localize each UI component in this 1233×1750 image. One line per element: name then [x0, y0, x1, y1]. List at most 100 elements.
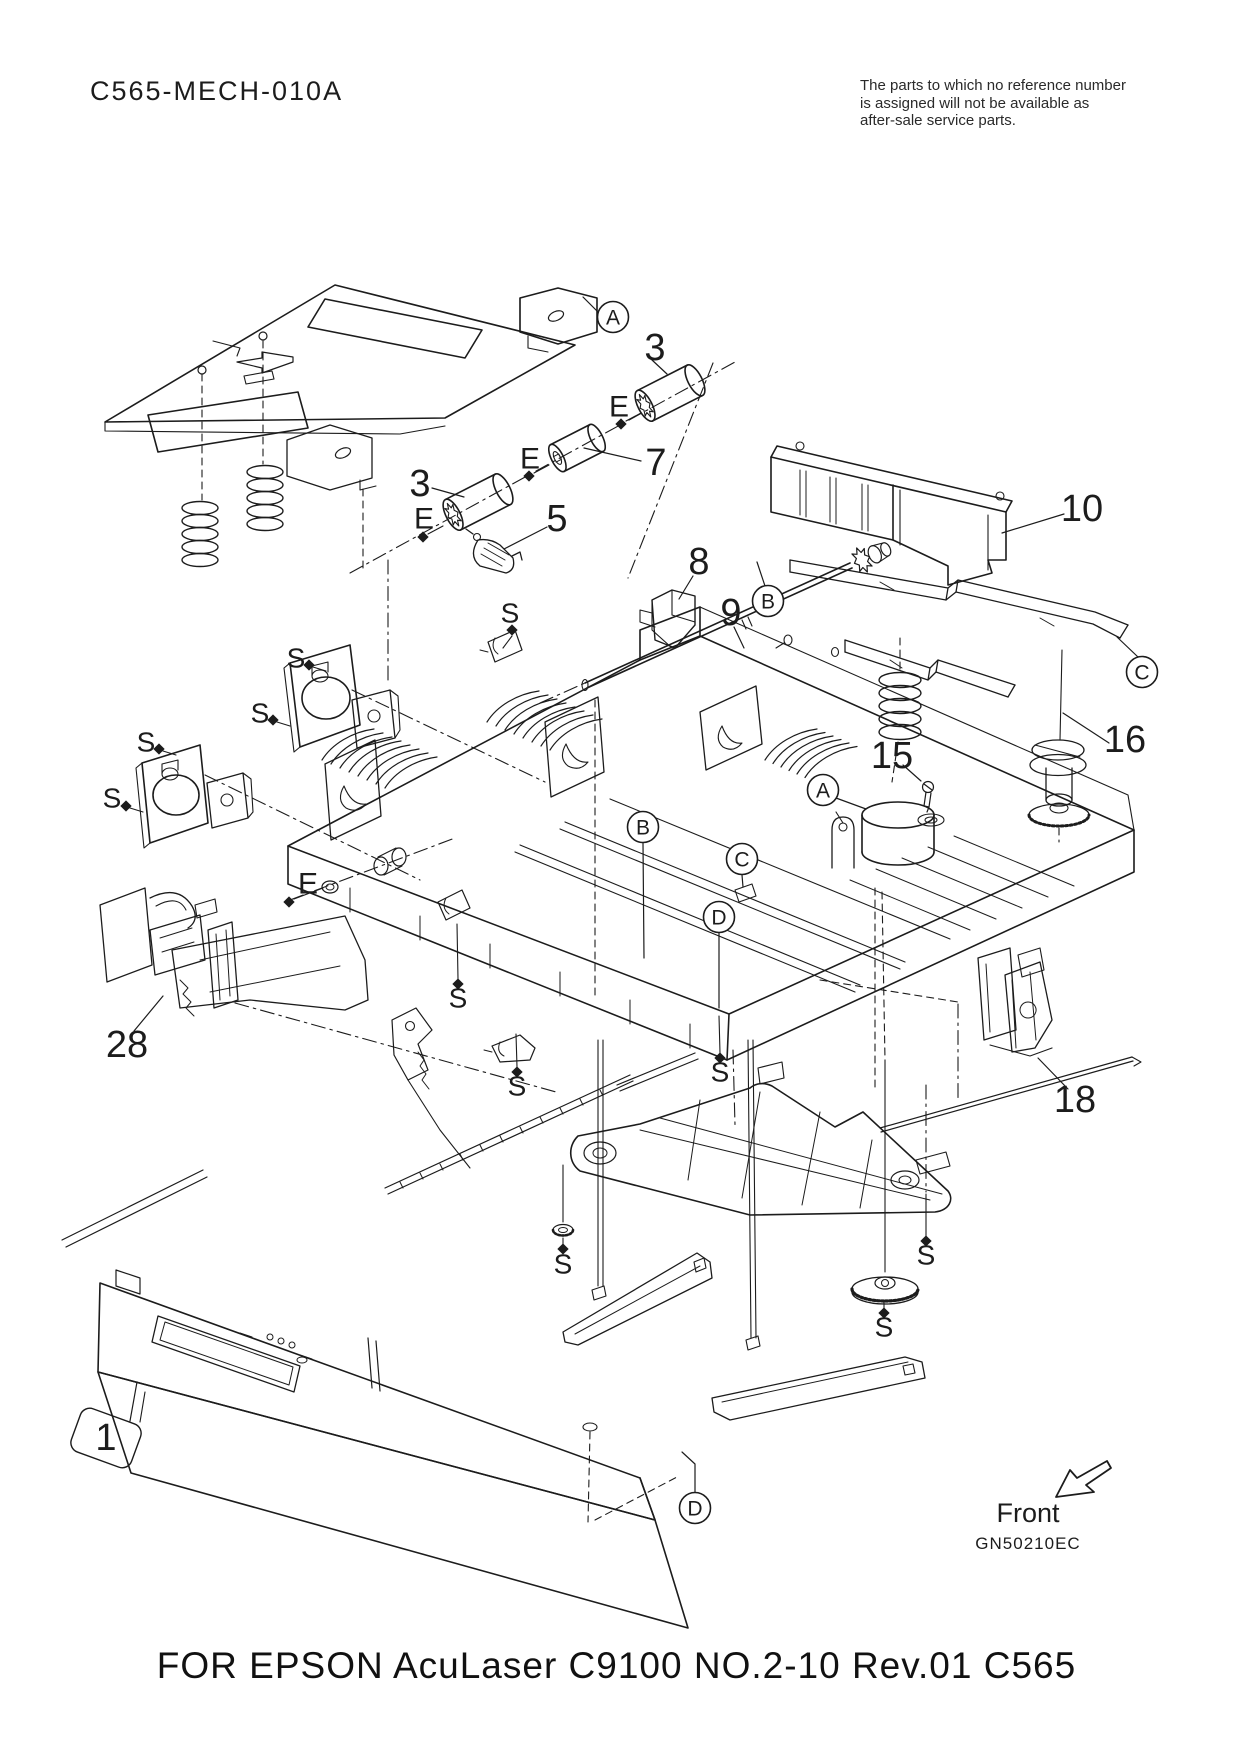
svg-text:16: 16	[1104, 719, 1146, 761]
roller-axis	[350, 362, 735, 685]
drive-gear	[852, 1277, 918, 1304]
svg-text:S: S	[917, 1240, 936, 1271]
screw-marker: S	[711, 1016, 729, 1088]
svg-text:A: A	[606, 307, 620, 330]
main-frame	[288, 607, 1134, 1060]
svg-text:C: C	[1134, 662, 1149, 685]
view-callout-B: B	[753, 562, 784, 617]
part-label-10: 10	[1002, 488, 1103, 533]
svg-text:S: S	[251, 698, 270, 729]
toothed-washer	[553, 1165, 573, 1236]
part-label-1: 1	[68, 1382, 144, 1471]
view-callout-C: C	[1117, 637, 1158, 688]
screw-marker: S	[501, 598, 520, 649]
svg-text:18: 18	[1054, 1079, 1096, 1121]
view-callout-B: B	[628, 812, 659, 959]
svg-text:S: S	[137, 727, 156, 758]
e-ring-marker: E	[414, 503, 443, 543]
rear-bracket-10	[771, 442, 1012, 585]
part-label-28: 28	[106, 996, 163, 1066]
latch-28	[100, 888, 368, 1016]
part-label-18: 18	[1038, 1058, 1096, 1121]
part-label-9: 9	[720, 592, 744, 648]
ground-strip-lower	[845, 640, 1015, 697]
svg-text:3: 3	[409, 463, 430, 505]
svg-text:A: A	[816, 780, 830, 803]
screw-marker: S	[103, 783, 143, 814]
front-direction-label: Front	[996, 1498, 1060, 1528]
section-boundary	[820, 980, 958, 1002]
view-callout-A: A	[583, 297, 629, 333]
service-note-line: The parts to which no reference number	[860, 77, 1126, 94]
svg-text:E: E	[298, 868, 318, 901]
screw-15	[923, 782, 934, 813]
svg-text:1: 1	[95, 1417, 116, 1459]
svg-text:5: 5	[546, 498, 567, 540]
plate-bracket	[520, 288, 597, 352]
svg-text:B: B	[636, 817, 650, 840]
svg-text:S: S	[508, 1071, 527, 1102]
pickup-roller-right	[633, 362, 709, 424]
latch-18	[978, 948, 1052, 1056]
screw-marker: S	[917, 1194, 936, 1271]
screw-marker: S	[875, 1302, 894, 1343]
c-mid-tab	[735, 884, 756, 902]
u-wire	[832, 812, 854, 868]
doc-code: C565-MECH-010A	[90, 76, 344, 106]
view-callout-C: C	[727, 844, 758, 888]
feed-roller	[545, 422, 609, 474]
projection-line	[205, 775, 420, 880]
top-plate	[105, 285, 575, 452]
svg-text:C: C	[734, 849, 749, 872]
part-label-8: 8	[679, 541, 710, 599]
svg-text:S: S	[875, 1312, 894, 1343]
svg-text:9: 9	[720, 592, 741, 634]
svg-text:D: D	[711, 907, 726, 930]
clutch-16	[1029, 650, 1089, 842]
pick-solenoid	[466, 529, 522, 573]
part-label-16: 16	[1063, 713, 1146, 761]
svg-text:S: S	[501, 598, 520, 629]
svg-text:3: 3	[644, 327, 665, 369]
drawing-code: GN50210EC	[975, 1534, 1081, 1553]
bearing-block-upper	[284, 645, 360, 752]
bearing-block-lower	[136, 745, 208, 848]
svg-text:15: 15	[871, 735, 913, 777]
compression-springs	[182, 341, 363, 568]
part-label-5: 5	[504, 498, 568, 549]
bearing-clip-lower	[207, 773, 253, 828]
svg-text:D: D	[687, 1498, 702, 1521]
svg-text:S: S	[103, 783, 122, 814]
part-label-15: 15	[871, 735, 921, 781]
small-bracket	[758, 1062, 784, 1084]
lift-spring	[879, 638, 921, 782]
svg-text:28: 28	[106, 1024, 148, 1066]
svg-text:7: 7	[645, 442, 666, 484]
svg-text:8: 8	[688, 541, 709, 583]
svg-text:B: B	[761, 591, 775, 614]
screw-marker: S	[508, 1034, 527, 1102]
service-note-line: after-sale service parts.	[860, 112, 1016, 129]
svg-text:10: 10	[1061, 488, 1103, 530]
feed-shaft	[540, 536, 895, 703]
screw-marker: S	[554, 1238, 572, 1280]
screw-marker: S	[137, 727, 176, 758]
e-ring-marker: E	[520, 443, 549, 482]
deck-boss	[862, 802, 944, 865]
projection-line	[352, 690, 545, 782]
screw-marker: S	[287, 643, 326, 674]
part-label-7: 7	[584, 442, 667, 484]
paper-guide-ribs	[321, 690, 858, 789]
bearing-clip-upper	[352, 690, 400, 748]
link-bar-bottom	[712, 1357, 925, 1420]
e-ring-marker: E	[609, 391, 641, 430]
bell-crank	[392, 1008, 470, 1168]
harness-clamp-mid	[438, 890, 470, 920]
plate-lower-bracket	[287, 425, 376, 490]
projection-line	[235, 1003, 556, 1092]
harness-clamp-low	[484, 1035, 535, 1062]
screw-marker: S	[449, 924, 467, 1014]
front-arrow-icon	[1056, 1461, 1111, 1497]
